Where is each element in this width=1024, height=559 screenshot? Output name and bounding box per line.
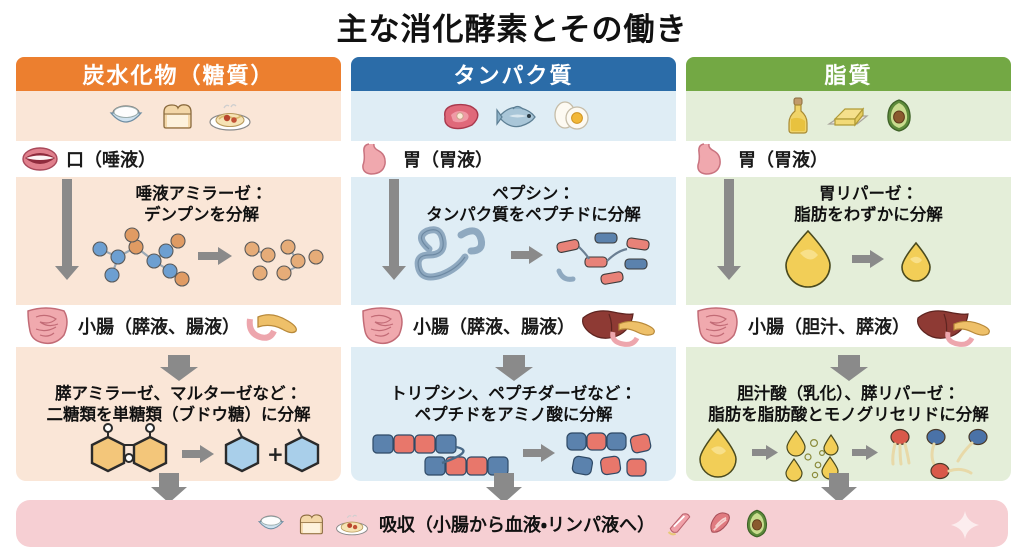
sparkle-icon xyxy=(948,510,982,540)
stage-protein-stomach: ペプシン： タンパク質をペプチドに分解 xyxy=(351,177,676,305)
flow-arrow-fat-to-absorption xyxy=(821,473,857,503)
organ-label-stomach-fat: 胃（胃液） xyxy=(738,150,828,171)
organ-label-small-intestine-carb: 小腸（膵液、腸液） xyxy=(78,317,240,338)
pancreas-icon xyxy=(244,307,300,345)
flow-arrow-stomach-to-intestine-protein xyxy=(382,179,406,280)
reaction-arrow-icon xyxy=(511,246,543,265)
oil-bottle-icon xyxy=(785,97,811,135)
butter-icon xyxy=(825,100,871,132)
steak-icon xyxy=(439,101,481,131)
avocado-icon xyxy=(745,509,769,539)
flow-arrow-into-enzyme-carb xyxy=(159,355,198,381)
svg-text:+: + xyxy=(267,442,284,466)
small-intestine-icon xyxy=(690,305,742,347)
flow-arrow-stomach-to-intestine-fat xyxy=(717,179,741,280)
small-intestine-icon xyxy=(355,305,407,347)
organ-row-small-intestine-fat: 小腸（胆汁、膵液） xyxy=(686,305,1011,347)
bread-loaf-icon xyxy=(160,100,194,132)
stage-carb-intestine: 膵アミラーゼ、マルターゼなど： 二糖類を単糖類（ブドウ糖）に分解 xyxy=(16,347,341,481)
reaction-arrow-icon xyxy=(523,444,555,463)
avocado-icon xyxy=(885,99,913,133)
stomach-icon xyxy=(355,143,397,175)
stage-protein-intestine: トリプシン、ペプチダーゼなど： ペプチドをアミノ酸に分解 xyxy=(351,347,676,481)
organ-row-small-intestine-carb: 小腸（膵液、腸液） xyxy=(16,305,341,347)
reaction-arrow-icon xyxy=(198,247,232,266)
spaghetti-plate-icon xyxy=(208,100,252,132)
enzyme-text-gastric-lipase: 胃リパーゼ： 脂肪をわずかに分解 xyxy=(794,184,943,225)
flow-arrow-into-enzyme-fat xyxy=(829,355,868,381)
column-carbohydrate: 炭水化物（糖質） xyxy=(16,57,341,503)
small-intestine-icon xyxy=(20,305,72,347)
organ-row-mouth: 口（唾液） xyxy=(16,141,341,177)
egg-icon xyxy=(553,101,589,131)
enzyme-text-pancreatic-amylase: 膵アミラーゼ、マルターゼなど： 二糖類を単糖類（ブドウ糖）に分解 xyxy=(46,384,311,425)
mouth-icon xyxy=(20,145,60,173)
enzyme-text-salivary-amylase: 唾液アミラーゼ： デンプンを分解 xyxy=(135,184,268,225)
stage-fat-stomach: 胃リパーゼ： 脂肪をわずかに分解 xyxy=(686,177,1011,305)
reaction-disaccharide-to-monosaccharide: + xyxy=(24,423,333,483)
organ-label-small-intestine-fat: 小腸（胆汁、膵液） xyxy=(748,317,910,338)
food-strip-carbohydrate xyxy=(16,91,341,141)
fish-icon xyxy=(495,102,539,130)
organ-row-small-intestine-protein: 小腸（膵液、腸液） xyxy=(351,305,676,347)
reaction-arrow-icon-1 xyxy=(752,445,778,461)
reaction-arrow-icon-2 xyxy=(852,445,878,461)
liver-pancreas-icon xyxy=(914,306,990,347)
column-header-carbohydrate: 炭水化物（糖質） xyxy=(16,57,341,91)
bread-loaf-icon xyxy=(297,511,325,537)
rice-bowl-icon xyxy=(255,511,287,537)
rice-bowl-icon xyxy=(106,100,146,132)
reaction-fat-to-fatty-acid xyxy=(694,427,1003,483)
enzyme-text-pepsin: ペプシン： タンパク質をペプチドに分解 xyxy=(426,184,641,225)
absorption-label: 吸収（小腸から血液・リンパ液へ） xyxy=(378,514,656,536)
flow-arrow-mouth-to-intestine xyxy=(55,179,79,280)
reaction-starch-to-fragments xyxy=(24,227,333,289)
organ-label-small-intestine-protein: 小腸（膵液、腸液） xyxy=(413,317,575,338)
reaction-peptide-to-amino-acid xyxy=(359,427,668,483)
flow-arrow-into-enzyme-protein xyxy=(494,355,533,381)
page-title: 主な消化酵素とその働き xyxy=(336,12,688,48)
bacon-icon xyxy=(705,510,735,538)
organ-label-stomach-protein: 胃（胃液） xyxy=(403,150,493,171)
reaction-arrow-icon xyxy=(182,445,214,464)
organ-label-mouth: 口（唾液） xyxy=(66,150,156,171)
flow-arrow-protein-to-absorption xyxy=(486,473,522,503)
food-strip-fat xyxy=(686,91,1011,141)
food-strip-protein xyxy=(351,91,676,141)
reaction-protein-to-peptide xyxy=(359,226,668,289)
column-fat: 脂質 xyxy=(686,57,1011,503)
stage-fat-intestine: 胆汁酸（乳化）、膵リパーゼ： 脂肪を脂肪酸とモノグリセリドに分解 xyxy=(686,347,1011,483)
absorption-band: 吸収（小腸から血液・リンパ液へ） xyxy=(16,500,1008,547)
reaction-fat-droplet-partial xyxy=(694,227,1003,289)
stage-carb-mouth: 唾液アミラーゼ： デンプンを分解 xyxy=(16,177,341,305)
column-protein: タンパク質 xyxy=(351,57,676,503)
liver-pancreas-icon xyxy=(579,306,655,347)
flow-arrow-carb-to-absorption xyxy=(151,473,187,503)
stomach-icon xyxy=(690,143,732,175)
enzyme-text-trypsin: トリプシン、ペプチダーゼなど： ペプチドをアミノ酸に分解 xyxy=(390,384,637,425)
column-header-fat: 脂質 xyxy=(686,57,1011,91)
meat-slice-icon xyxy=(665,510,695,538)
enzyme-text-bile-lipase: 胆汁酸（乳化）、膵リパーゼ： 脂肪を脂肪酸とモノグリセリドに分解 xyxy=(708,384,989,425)
column-header-protein: タンパク質 xyxy=(351,57,676,91)
organ-row-stomach-fat: 胃（胃液） xyxy=(686,141,1011,177)
spaghetti-plate-icon xyxy=(335,511,369,537)
organ-row-stomach-protein: 胃（胃液） xyxy=(351,141,676,177)
reaction-arrow-icon xyxy=(852,250,884,269)
